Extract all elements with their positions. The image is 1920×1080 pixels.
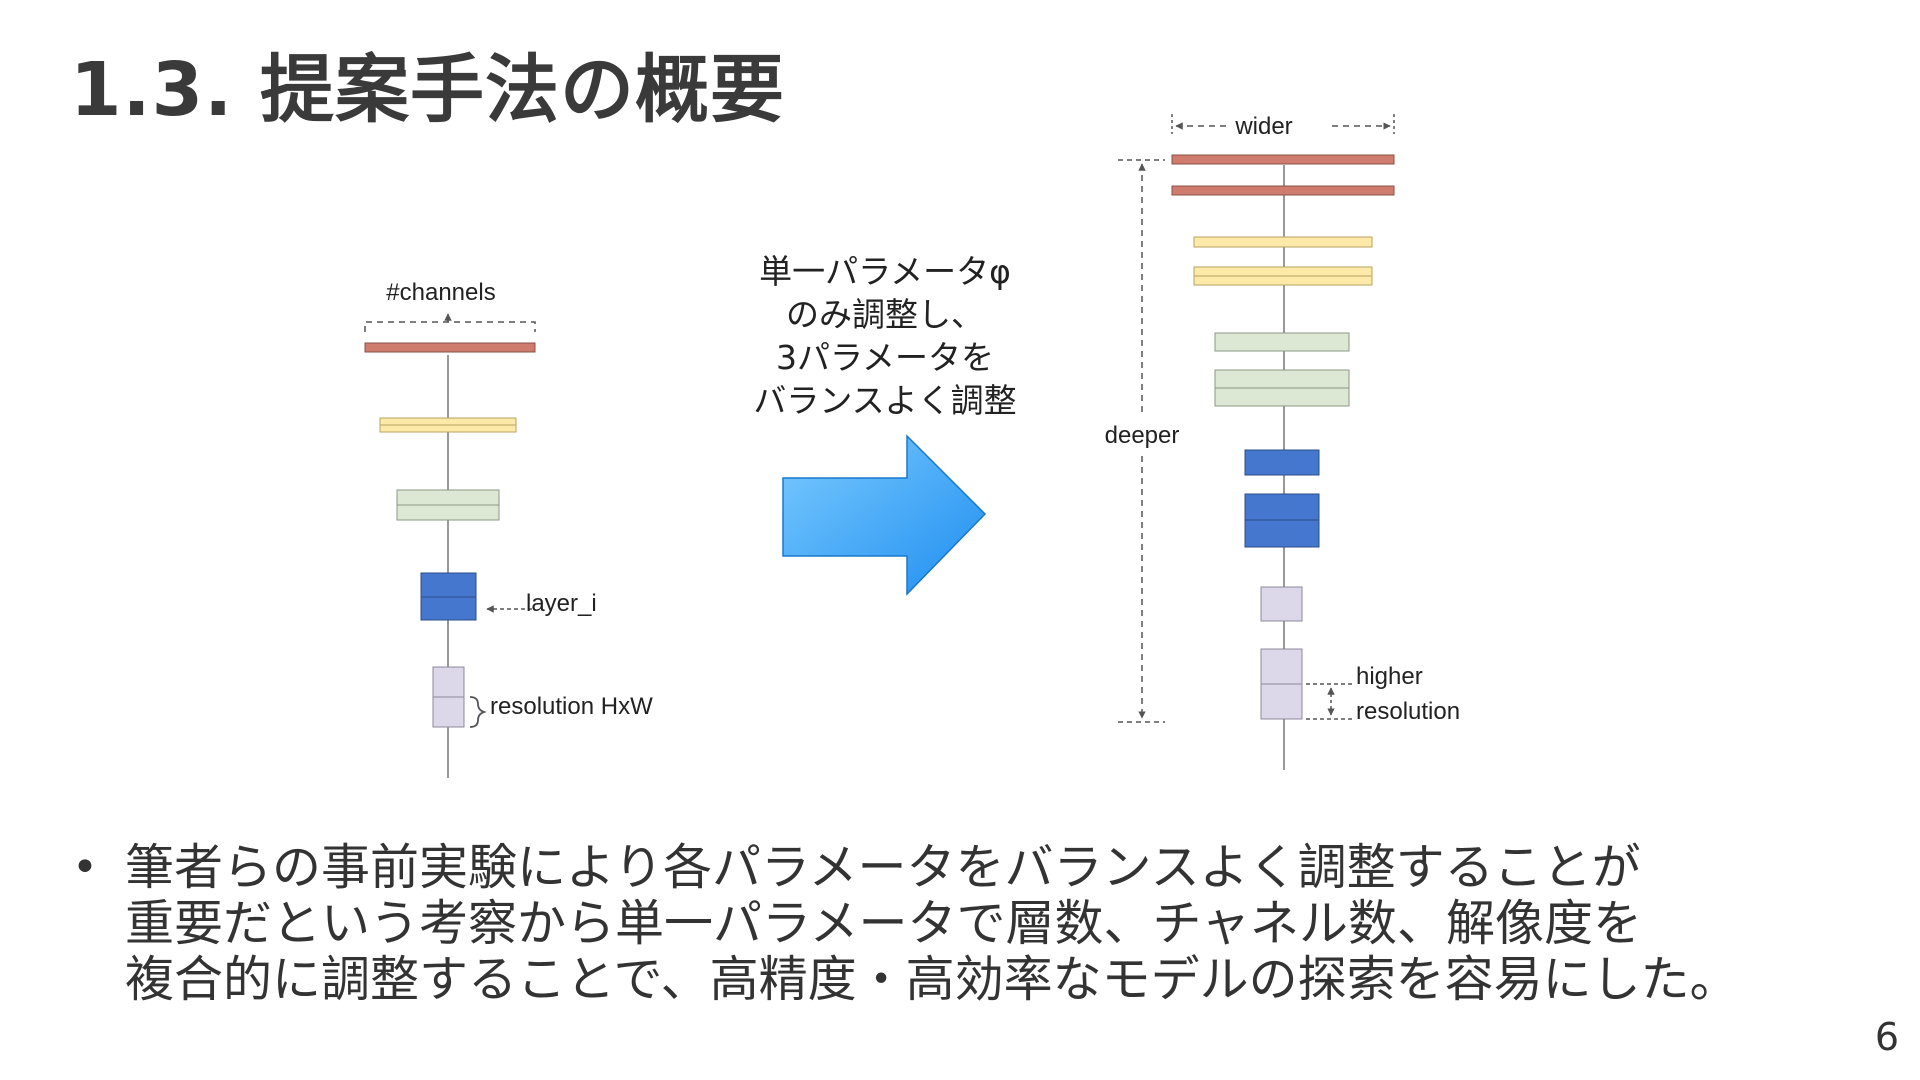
scaled-lavender-layer-1 xyxy=(1260,586,1303,622)
body-line: 重要だという考察から単一パラメータで層数、チャネル数、解像度を xyxy=(125,895,1643,952)
body-line: 筆者らの事前実験により各パラメータをバランスよく調整することが xyxy=(125,839,1641,896)
channels-label: #channels xyxy=(386,279,495,306)
scaling-caption: 単一パラメータφ のみ調整し、 3パラメータを バランスよく調整 xyxy=(735,250,1035,422)
scaled-red-layer-1 xyxy=(1171,154,1395,165)
scaled-blue-layer-1 xyxy=(1244,449,1320,476)
caption-line: 3パラメータを xyxy=(775,338,994,377)
body-paragraph: 筆者らの事前実験により各パラメータをバランスよく調整することが 重要だという考察… xyxy=(125,840,1905,1008)
body-line: 複合的に調整することで、高精度・高効率なモデルの探索を容易にした。 xyxy=(125,951,1739,1008)
scaled-green-layer-1 xyxy=(1214,332,1350,352)
baseline-red-layer xyxy=(364,342,536,353)
resolution-hxw-label: resolution HxW xyxy=(490,693,653,720)
scaling-diagram: #channels layer_i resolution HxW wider xyxy=(364,113,1460,778)
layer-i-label: layer_i xyxy=(526,590,597,617)
channels-bracket xyxy=(364,321,536,332)
deeper-label: deeper xyxy=(1105,422,1180,449)
baseline-network: #channels layer_i resolution HxW xyxy=(364,279,653,778)
caption-line: バランスよく調整 xyxy=(753,381,1017,420)
wider-label: wider xyxy=(1234,113,1292,140)
scaling-arrow xyxy=(782,434,987,596)
caption-line: のみ調整し、 xyxy=(786,295,984,334)
higher-resolution-label: resolution xyxy=(1356,698,1460,725)
higher-label: higher xyxy=(1356,663,1423,690)
slide-title: 1.3. 提案手法の概要 xyxy=(70,47,785,133)
resolution-brace xyxy=(469,696,487,728)
bullet-marker: • xyxy=(72,842,98,893)
page-number: 6 xyxy=(1874,1015,1899,1059)
caption-line: 単一パラメータφ xyxy=(759,252,1011,291)
scaled-red-layer-2 xyxy=(1171,185,1395,196)
scaled-network: wider deeper higher resolution xyxy=(1102,113,1460,770)
scaled-yellow-layer-1 xyxy=(1193,236,1373,248)
